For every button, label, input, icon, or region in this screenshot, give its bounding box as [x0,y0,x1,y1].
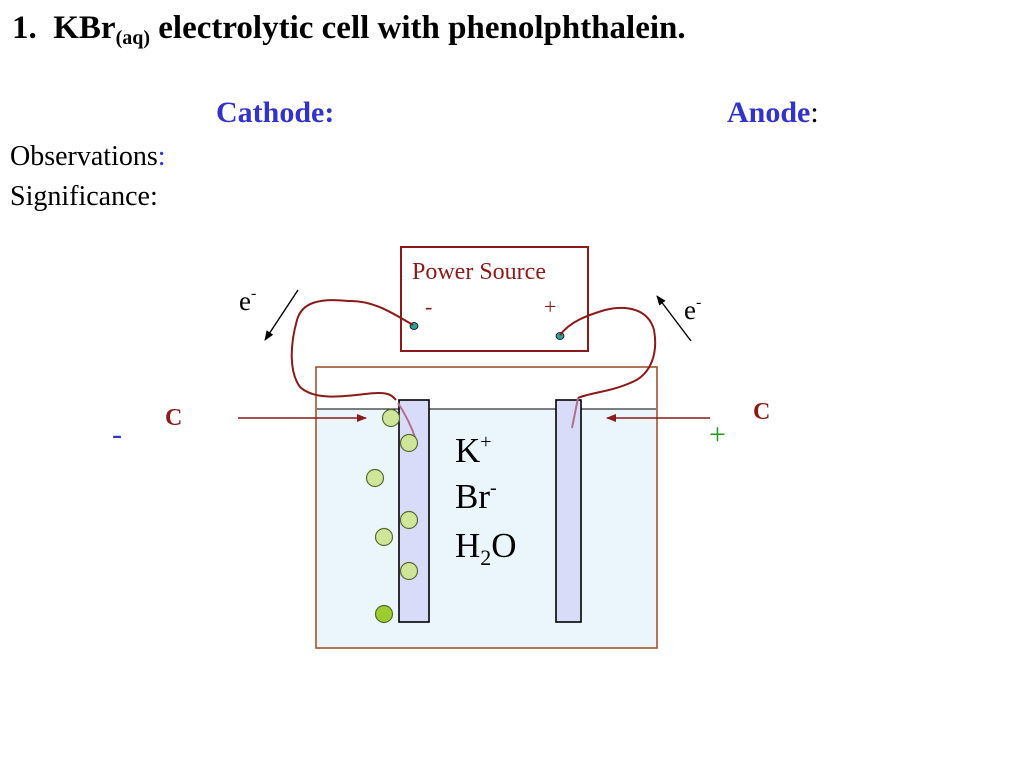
molecule-water: H2O [455,526,517,570]
anode-label: Anode [727,96,811,129]
bubble [399,561,419,581]
cathode-sign: - [112,418,122,451]
anode-material-label: C [753,399,770,425]
title-number: 1. [12,10,37,46]
ion-potassium: K+ [455,431,492,470]
wire-to-cathode [290,299,414,401]
bubble [399,433,419,453]
bubble [374,604,394,624]
electron-flow-arrow-right [656,295,692,342]
anode-heading: Anode: [727,96,819,130]
title-formula: KBr [53,10,116,46]
slide-title: 1. KBr(aq) electrolytic cell with phenol… [12,10,686,50]
observations-colon: : [157,141,166,172]
wire-to-anode [559,306,657,399]
bubble [399,510,419,530]
significance-label: Significance: [10,181,158,212]
anode-colon: : [810,96,819,129]
power-source-plus: + [544,294,556,319]
title-state: (aq) [115,27,151,49]
cathode-material-label: C [165,405,182,431]
positive-terminal [555,332,565,340]
bubble [374,527,394,547]
solution [317,409,656,647]
cathode-heading: Cathode: [216,96,335,129]
bubble [365,468,385,488]
observations-row: Observations: [10,141,166,173]
anode-electrode [555,399,582,623]
power-source-label: Power Source [412,259,546,285]
electron-label-right: e- [684,294,701,325]
observations-label: Observations [10,141,158,172]
bubble [381,408,401,428]
power-source-minus: - [425,294,432,319]
electron-flow-arrow-left [264,289,299,341]
anode-sign: + [709,418,726,451]
ion-bromide: Br- [455,477,497,516]
wire-in-anode [571,397,579,429]
electron-label-left: e- [239,285,256,316]
gas-bubbles [365,408,419,624]
title-rest: electrolytic cell with phenolphthalein. [158,10,686,46]
